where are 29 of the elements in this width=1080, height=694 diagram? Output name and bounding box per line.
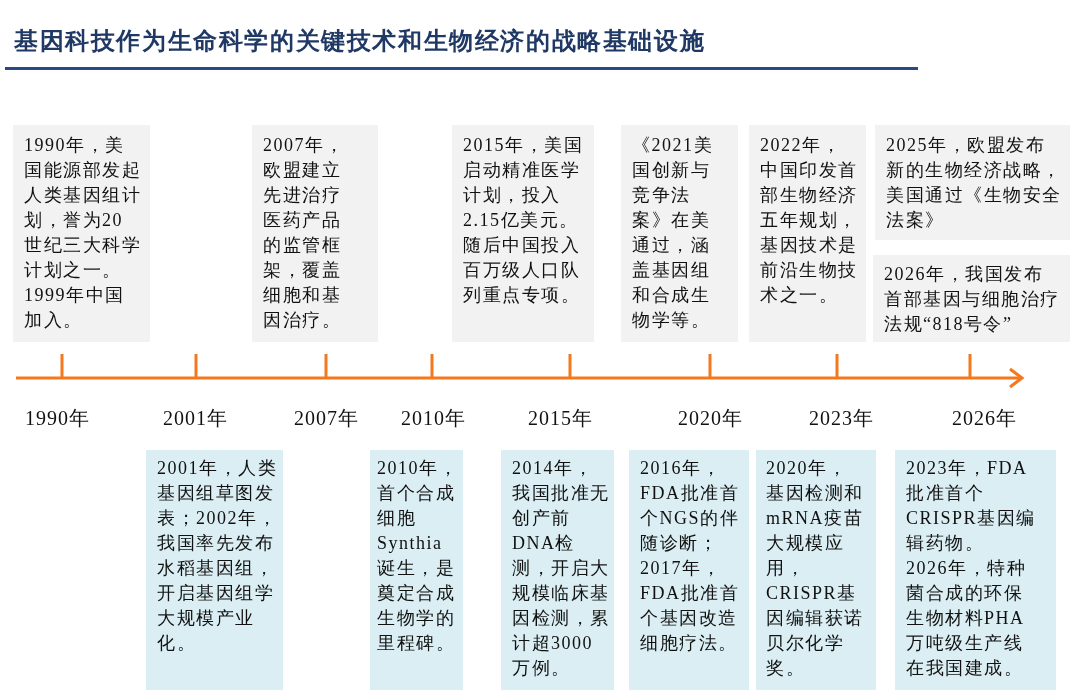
event-text: 2007年，欧盟建立先进治疗医药产品的监管框架，覆盖细胞和基因治疗。 (263, 134, 345, 332)
event-card (370, 450, 463, 690)
year-label: 2001年 (163, 406, 228, 431)
event-text: 2015年，美国启动精准医学计划，投入2.15亿美元。随后中国投入百万级人口队列重点专项。 (463, 134, 583, 307)
event-card (146, 450, 283, 690)
year-label: 1990年 (25, 406, 90, 431)
event-card (756, 450, 876, 690)
event-text: 2001年，人类基因组草图发表；2002年，我国率先发布水稻基因组，开启基因组学大规模产业化。 (157, 457, 278, 655)
page-title: 基因科技作为生命科学的关键技术和生物经济的战略基础设施 (5, 24, 918, 70)
event-card (501, 450, 614, 690)
year-label: 2020年 (678, 406, 743, 431)
event-text: 2025年，欧盟发布新的生物经济战略，美国通过《生物安全法案》 (886, 134, 1063, 232)
event-text: 2023年，FDA批准首个CRISPR基因编辑药物。 (906, 457, 1037, 555)
event-text: 2022年，中国印发首部生物经济五年规划，基因技术是前沿生物技术之一。 (760, 134, 859, 307)
year-label: 2026年 (952, 406, 1017, 431)
event-card (895, 450, 1056, 690)
year-label: 2015年 (528, 406, 593, 431)
event-text: 2010年，首个合成细胞Synthia诞生，是奠定合成生物学的里程碑。 (377, 457, 459, 655)
year-label: 2007年 (294, 406, 359, 431)
event-text: 2026年，特种菌合成的环保生物材料PHA万吨级生产线在我国建成。 (906, 557, 1027, 680)
event-text: 《2021美国创新与竞争法案》在美通过，涵盖基因组和合成生物学等。 (632, 134, 714, 332)
event-text: 2026年，我国发布首部基因与细胞治疗法规“818号令” (884, 263, 1060, 336)
year-label: 2010年 (401, 406, 466, 431)
event-text: 2020年，基因检测和mRNA疫苗大规模应用，CRISPR基因编辑获诺贝尔化学奖。 (766, 457, 865, 680)
event-text: 1990年，美国能源部发起人类基因组计划，誉为20世纪三大科学计划之一。1999年中国加入。 (24, 134, 142, 332)
year-label: 2023年 (809, 406, 874, 431)
event-text: 2016年，FDA批准首个NGS的伴随诊断；2017年，FDA批准首个基因改造细胞疗法。 (640, 457, 740, 655)
event-card (629, 450, 749, 690)
event-text: 2014年，我国批准无创产前DNA检测，开启大规模临床基因检测，累计超3000万例。 (512, 457, 611, 680)
